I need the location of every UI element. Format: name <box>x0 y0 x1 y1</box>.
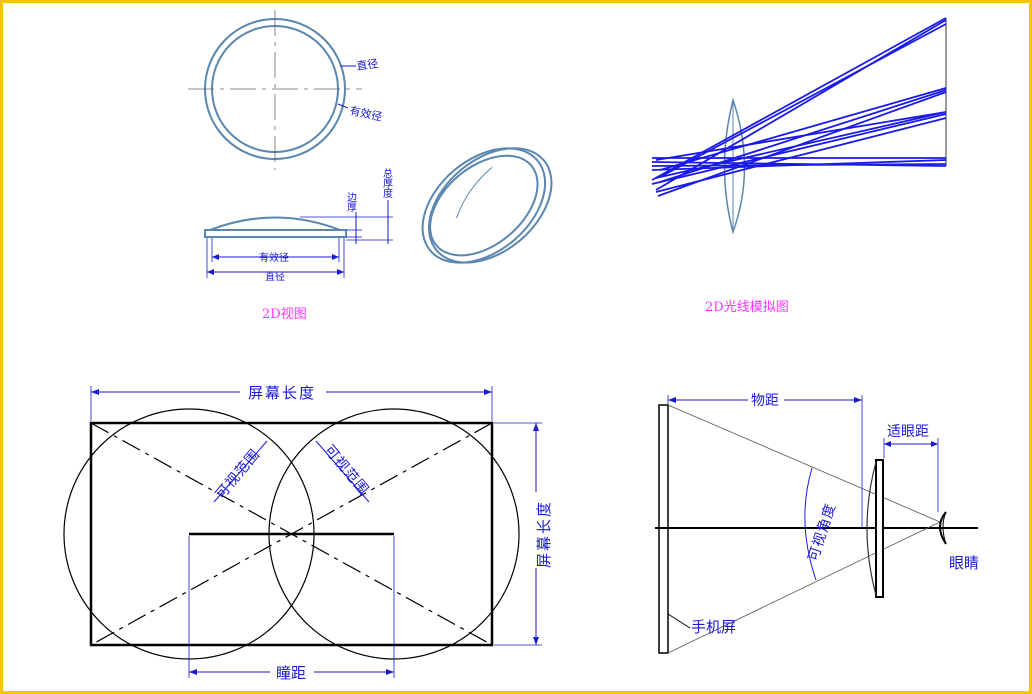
arrow <box>189 669 197 675</box>
arrow <box>668 397 676 403</box>
label-eye-relief: 适眼距 <box>887 424 929 440</box>
screen-rect <box>89 421 494 647</box>
label-bg <box>240 384 326 402</box>
lens-3d-highlight <box>455 166 493 219</box>
arrow <box>91 389 99 395</box>
arrow <box>484 389 492 395</box>
lens-side-view <box>204 200 393 278</box>
lens-front-view <box>188 10 362 170</box>
view-angle-arc <box>804 467 817 581</box>
arrow <box>533 637 539 645</box>
lens-side-curve <box>209 216 341 231</box>
caption-ray-simulation: 2D光线模拟图 <box>705 300 789 315</box>
label-screen-length-top: 屏幕长度 <box>248 384 316 402</box>
view-range-right-leader <box>315 440 370 503</box>
label-object-distance: 物距 <box>751 393 779 409</box>
arrow <box>207 269 214 275</box>
lens-side-body <box>204 229 347 238</box>
view-line-top <box>667 404 941 523</box>
effective-leader <box>337 103 349 109</box>
label-screen-length-side: 屏幕长度 <box>535 500 553 568</box>
eyepiece-lens-curve <box>866 461 877 596</box>
label-edge-thickness: 边厚 <box>345 192 357 213</box>
view-line-bottom <box>667 521 941 654</box>
arrow <box>386 669 394 675</box>
lens-3d-view <box>421 147 553 264</box>
optical-path-diagram <box>655 395 978 654</box>
label-eye: 眼睛 <box>949 554 979 572</box>
caption-2d-view: 2D视图 <box>262 307 307 322</box>
label-diameter: 直径 <box>355 56 379 73</box>
label-view-angle: 可视角度 <box>806 501 840 563</box>
arrow <box>212 254 219 260</box>
label-bg <box>270 663 314 681</box>
eyepiece-lens-frame <box>875 459 884 598</box>
label-bg <box>528 492 544 568</box>
label-diameter-bottom: 直径 <box>265 270 285 283</box>
arrow <box>337 269 344 275</box>
label-total-thickness: 总厚度 <box>381 167 393 199</box>
lens-3d-front <box>421 147 547 264</box>
label-effective-diameter: 有效径 <box>348 103 383 124</box>
label-effective-bottom: 有效径 <box>259 251 289 264</box>
ray-simulation <box>651 17 947 235</box>
arrow <box>884 441 891 447</box>
phone-screen-leader <box>667 613 691 629</box>
eye-shape-inner <box>942 511 947 545</box>
screen-view-diagram <box>63 386 542 678</box>
arrow <box>854 397 862 403</box>
arrow <box>332 254 339 260</box>
view-range-left-leader <box>213 440 268 503</box>
arrow <box>931 441 938 447</box>
arrow <box>533 423 539 431</box>
label-view-range-left: 可视范围 <box>212 446 264 503</box>
label-ipd: 瞳距 <box>276 664 306 682</box>
label-phone-screen: 手机屏 <box>691 618 736 636</box>
label-view-range-right: 可视范围 <box>321 442 373 499</box>
lens-3d-inner <box>429 154 539 257</box>
lens-3d-back <box>427 147 553 264</box>
ray-bundle <box>651 17 947 197</box>
eye-shape <box>939 511 947 545</box>
label-bg <box>748 392 784 408</box>
